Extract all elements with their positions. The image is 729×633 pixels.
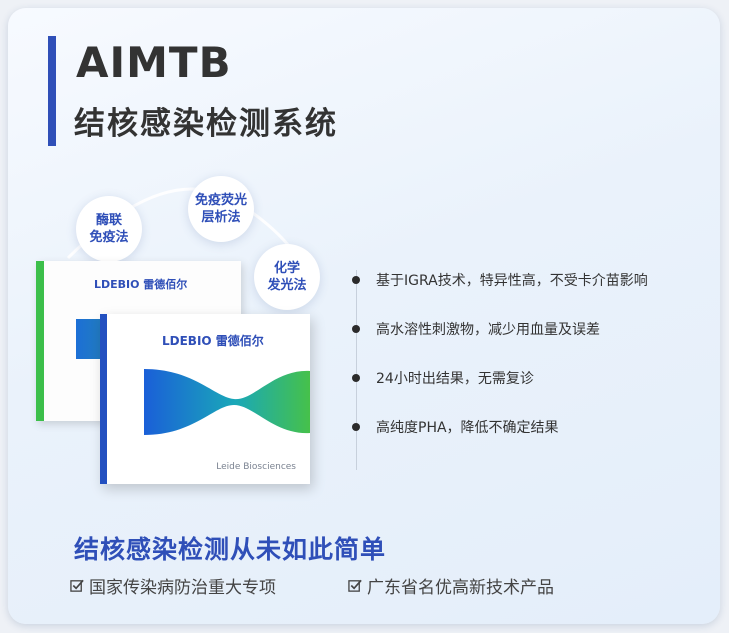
product-wave-graphic xyxy=(144,369,310,435)
product-box-front: LDEBIO 雷德佰尔 Leide Biosciences xyxy=(100,314,310,484)
method-label: 层析法 xyxy=(201,210,241,225)
method-bubble-chemiluminescence: 化学 发光法 xyxy=(254,244,320,310)
method-label: 免疫荧光 xyxy=(194,193,247,208)
slogan: 结核感染检测从未如此简单 xyxy=(74,535,387,564)
method-bubble-elisa: 酶联 免疫法 xyxy=(76,196,142,262)
bullet-icon xyxy=(352,276,360,284)
feature-timeline xyxy=(356,270,357,470)
title-accent-bar xyxy=(48,36,56,146)
badge-text: 国家传染病防治重大专项 xyxy=(89,578,276,598)
promo-card: AIMTB 结核感染检测系统 酶联 免疫法 免疫荧光 层析法 化学 发光法 LD… xyxy=(8,8,720,624)
feature-text: 高水溶性刺激物，减少用血量及误差 xyxy=(376,322,600,338)
feature-text: 24小时出结果，无需复诊 xyxy=(376,371,534,387)
bullet-icon xyxy=(352,423,360,431)
method-label: 免疫法 xyxy=(89,230,129,245)
feature-text: 基于IGRA技术，特异性高，不受卡介苗影响 xyxy=(376,273,648,289)
badge-text: 广东省名优高新技术产品 xyxy=(367,578,554,598)
checkbox-checked-icon xyxy=(348,579,362,592)
feature-item: 高纯度PHA，降低不确定结果 xyxy=(352,417,559,437)
product-logo: LDEBIO 雷德佰尔 xyxy=(162,334,264,348)
badge-item: 国家传染病防治重大专项 xyxy=(70,573,276,598)
product-brand: Leide Biosciences xyxy=(216,462,296,472)
method-label: 酶联 xyxy=(95,213,122,228)
checkbox-checked-icon xyxy=(70,579,84,592)
method-label: 发光法 xyxy=(267,278,307,293)
bullet-icon xyxy=(352,325,360,333)
product-logo: LDEBIO 雷德佰尔 xyxy=(94,278,188,291)
feature-item: 24小时出结果，无需复诊 xyxy=(352,368,534,388)
method-bubble-immunofluorescence: 免疫荧光 层析法 xyxy=(188,176,254,242)
feature-item: 基于IGRA技术，特异性高，不受卡介苗影响 xyxy=(352,270,648,290)
feature-item: 高水溶性刺激物，减少用血量及误差 xyxy=(352,319,600,339)
product-subtitle: 结核感染检测系统 xyxy=(74,106,338,142)
badge-item: 广东省名优高新技术产品 xyxy=(348,573,554,598)
product-title: AIMTB xyxy=(76,38,232,87)
bullet-icon xyxy=(352,374,360,382)
method-label: 化学 xyxy=(273,261,300,276)
feature-text: 高纯度PHA，降低不确定结果 xyxy=(376,420,559,436)
